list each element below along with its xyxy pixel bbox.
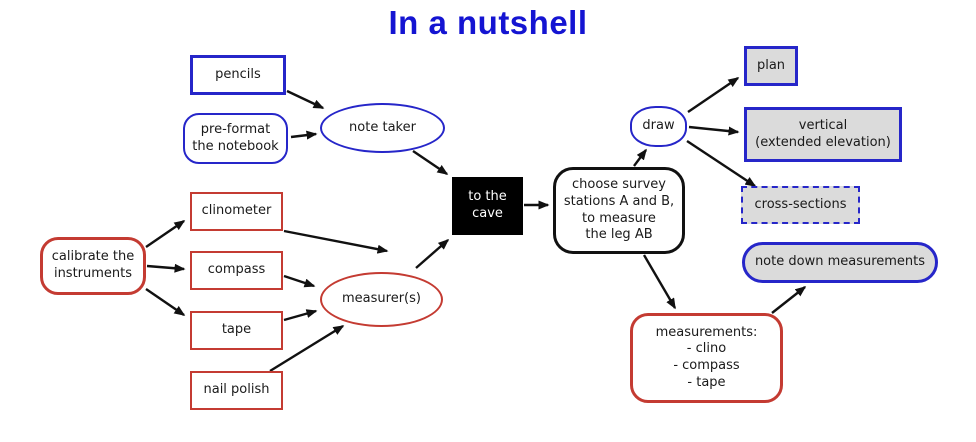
edge-note-taker-cave: [412, 150, 449, 175]
node-note-taker: note taker: [320, 103, 445, 153]
edge-choose-measurements: [642, 254, 677, 310]
edge-choose-draw: [633, 148, 647, 167]
edge-clinometer-measurers: [283, 229, 389, 254]
node-tape: tape: [190, 311, 283, 350]
node-to-the-cave: to the cave: [452, 177, 523, 235]
node-note-down-measurements: note down measurements: [742, 242, 938, 283]
edge-pencils-note-taker: [286, 89, 325, 110]
edge-draw-vertical: [688, 125, 740, 136]
edge-preformat-note-taker: [290, 130, 318, 140]
node-preformat-notebook: pre-format the notebook: [183, 113, 288, 164]
edge-nailpolish-measurers: [269, 324, 345, 373]
edge-calibrate-clinometer: [145, 220, 186, 248]
node-calibrate-instruments: calibrate the instruments: [40, 237, 146, 295]
node-measurements: measurements: - clino - compass - tape: [630, 313, 783, 403]
edge-measurers-cave: [415, 239, 450, 269]
node-cross-sections: cross-sections: [741, 186, 860, 224]
node-nail-polish: nail polish: [190, 371, 283, 410]
node-draw: draw: [630, 106, 687, 147]
edge-compass-measurers: [283, 274, 316, 288]
node-clinometer: clinometer: [190, 192, 283, 231]
node-choose-survey: choose survey stations A and B, to measu…: [553, 167, 685, 254]
edge-tape-measurers: [283, 309, 318, 322]
node-measurers: measurer(s): [320, 272, 443, 327]
edge-draw-crosssections: [686, 139, 757, 188]
edge-draw-plan: [687, 77, 740, 113]
edge-calibrate-tape: [145, 288, 186, 316]
node-plan: plan: [744, 46, 798, 86]
page-title: In a nutshell: [388, 4, 588, 41]
node-compass: compass: [190, 251, 283, 290]
edge-calibrate-compass: [146, 263, 186, 273]
node-vertical: vertical (extended elevation): [744, 107, 902, 162]
edge-measurements-notedown: [771, 286, 807, 314]
node-pencils: pencils: [190, 55, 286, 95]
